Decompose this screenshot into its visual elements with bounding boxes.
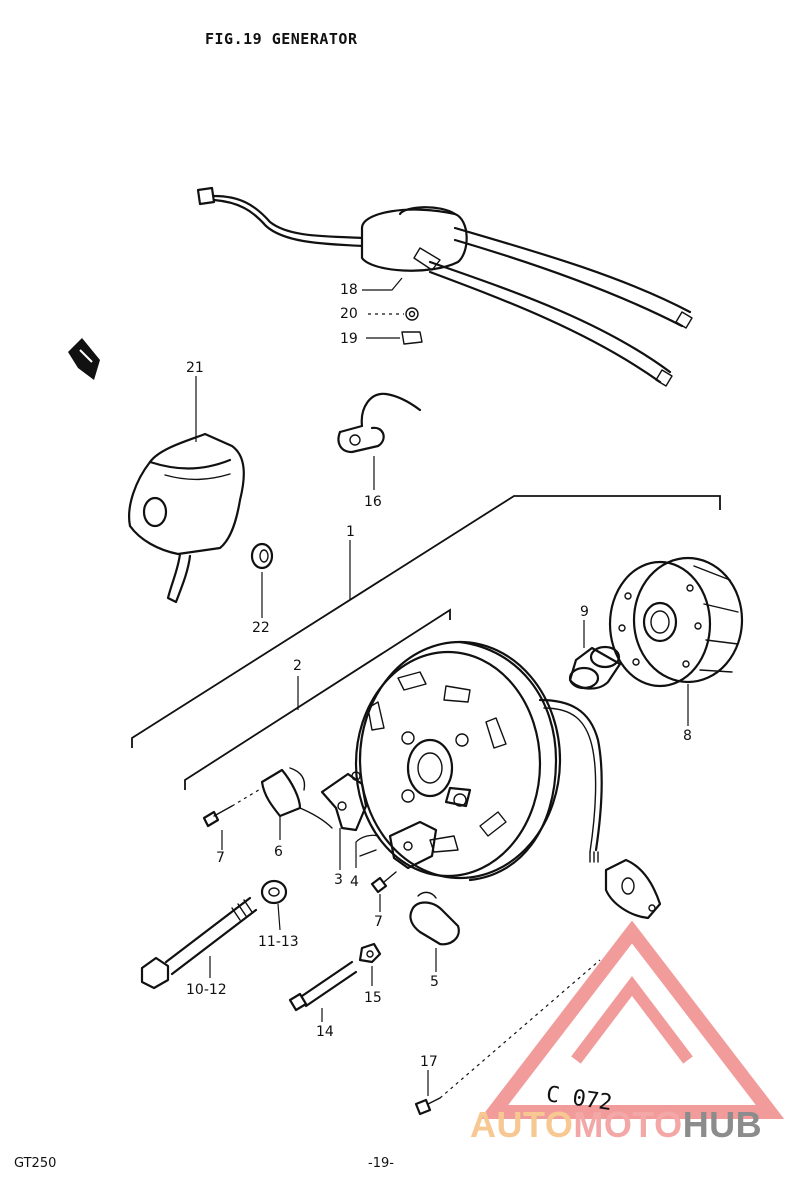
figure-title: FIG.19 GENERATOR (205, 30, 358, 48)
watermark-moto: MOTO (573, 1104, 683, 1145)
washer-11-13 (260, 879, 288, 905)
leader-lines (195, 277, 689, 1096)
watermark-brand: AUTOMOTOHUB (470, 1104, 762, 1146)
watermark-auto: AUTO (470, 1104, 574, 1145)
bracket-generator-assembly (131, 495, 721, 748)
screw-7-left (202, 787, 263, 828)
regulator-unit (128, 432, 245, 604)
stator (354, 640, 603, 882)
condenser-plate (359, 820, 438, 870)
callout-21: 21 (186, 360, 204, 376)
ignition-coil (196, 186, 693, 387)
callout-10-12: 10-12 (186, 982, 227, 998)
callout-11-13: 11-13 (258, 934, 299, 950)
callout-15: 15 (364, 990, 382, 1006)
callout-14: 14 (316, 1024, 334, 1040)
coil-nut (405, 307, 419, 321)
bolt-10-12 (140, 896, 258, 990)
spacer (568, 645, 622, 690)
condenser (409, 891, 460, 946)
watermark-hub: HUB (682, 1104, 763, 1145)
callout-16: 16 (364, 494, 382, 510)
nut-15 (358, 942, 382, 964)
callout-6: 6 (274, 844, 283, 860)
coil-bolt (401, 331, 423, 345)
callout-4: 4 (350, 874, 359, 890)
lead-clamp (337, 392, 422, 454)
callout-18: 18 (340, 282, 358, 298)
callout-7-left: 7 (216, 850, 225, 866)
callout-22: 22 (252, 620, 270, 636)
screw-17 (414, 959, 601, 1116)
rotor (608, 556, 744, 688)
callout-2: 2 (293, 658, 302, 674)
callout-9: 9 (580, 604, 589, 620)
screw-7-right (370, 871, 397, 894)
model-label: GT250 (14, 1156, 57, 1171)
washer-22 (250, 542, 274, 570)
callout-20: 20 (340, 306, 358, 322)
callout-8: 8 (683, 728, 692, 744)
bracket-stator-assembly (184, 608, 451, 790)
watermark-logo (479, 920, 785, 1119)
lamp-socket (260, 767, 333, 829)
callout-3: 3 (334, 872, 343, 888)
callout-1: 1 (346, 524, 355, 540)
front-arrow-icon (68, 338, 100, 380)
page-number: -19- (368, 1156, 394, 1171)
callout-5: 5 (430, 974, 439, 990)
callout-17: 17 (420, 1054, 438, 1070)
grommet (604, 858, 662, 920)
callout-19: 19 (340, 331, 358, 347)
bolt-14 (288, 960, 358, 1012)
callout-7-right: 7 (374, 914, 383, 930)
contact-breaker (320, 771, 368, 832)
